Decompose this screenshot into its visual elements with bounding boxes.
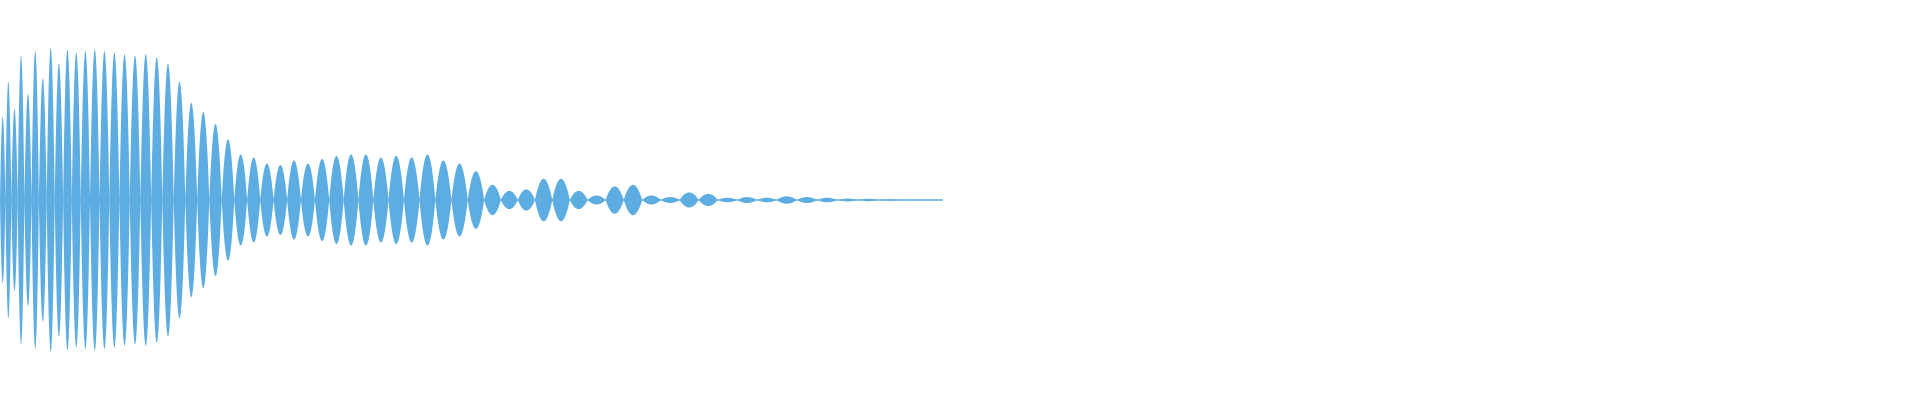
waveform-lobe <box>796 196 818 204</box>
waveform-lobe <box>534 178 553 222</box>
waveform-lobe <box>5 81 12 319</box>
waveform-lobe <box>467 171 485 229</box>
waveform-lobe <box>517 189 535 211</box>
waveform-lobe <box>623 184 643 216</box>
waveform-lobe <box>273 165 288 235</box>
waveform-lobe <box>129 55 141 345</box>
waveform-lobe <box>197 111 210 289</box>
waveform-lobe <box>109 52 120 348</box>
waveform-lobe <box>388 155 404 245</box>
waveform-lobe <box>260 163 274 237</box>
waveform-lobe <box>0 116 6 284</box>
waveform-lobe <box>24 93 32 307</box>
waveform-lobe <box>679 192 699 208</box>
waveform-lobe <box>879 199 901 201</box>
waveform-lobe <box>435 160 452 240</box>
waveform-lobe <box>89 49 100 351</box>
waveform-lobe <box>403 157 420 243</box>
waveform-lobe <box>858 198 880 202</box>
waveform-lobe <box>756 197 777 203</box>
waveform-lobe <box>247 157 261 243</box>
waveform-lobe <box>151 57 163 343</box>
waveform-lobe <box>71 52 81 348</box>
waveform-lobe <box>500 190 518 210</box>
waveform-lobe <box>921 199 943 201</box>
waveform-lobe <box>717 197 738 203</box>
waveform-lobe <box>569 190 588 210</box>
waveform-lobe <box>119 54 130 346</box>
waveform-lobe <box>54 63 64 337</box>
waveform-lobe <box>314 158 330 242</box>
waveform-lobe <box>185 102 198 298</box>
waveform-lobe <box>373 157 389 243</box>
waveform-lobe <box>63 49 72 351</box>
waveform-lobe <box>419 154 436 246</box>
waveform-lobe <box>300 163 315 237</box>
waveform-lobe <box>221 139 235 261</box>
waveform-lobe <box>776 196 797 204</box>
waveform-lobe <box>358 154 374 246</box>
waveform-lobe <box>642 195 661 205</box>
waveform-lobe <box>31 51 39 349</box>
waveform-lobe <box>329 155 344 245</box>
waveform-lobe <box>484 184 501 216</box>
waveform-lobe <box>660 196 680 204</box>
waveform-lobe <box>837 198 859 202</box>
waveform-lobe <box>46 48 55 352</box>
waveform-lobe <box>587 195 606 205</box>
waveform-lobe <box>17 55 25 345</box>
waveform-lobe <box>140 54 152 346</box>
waveform-lobe <box>209 124 222 276</box>
waveform-lobe <box>900 199 922 201</box>
waveform-lobe <box>287 160 301 240</box>
waveform-lobe <box>80 51 90 349</box>
waveform-lobe <box>162 63 174 337</box>
waveform-lobe <box>173 81 186 319</box>
waveform-lobe <box>234 154 248 246</box>
waveform-lobe <box>817 197 838 203</box>
waveform-lobe <box>343 154 359 246</box>
waveform-lobe <box>99 51 110 349</box>
waveform-lobe <box>451 163 468 237</box>
waveform-lobe <box>605 186 624 214</box>
waveform-lobe <box>698 193 718 207</box>
waveform-lobe <box>552 178 570 222</box>
waveform-lobe <box>38 78 47 322</box>
waveform-lobe <box>737 196 757 204</box>
waveform-lobe <box>11 108 18 292</box>
